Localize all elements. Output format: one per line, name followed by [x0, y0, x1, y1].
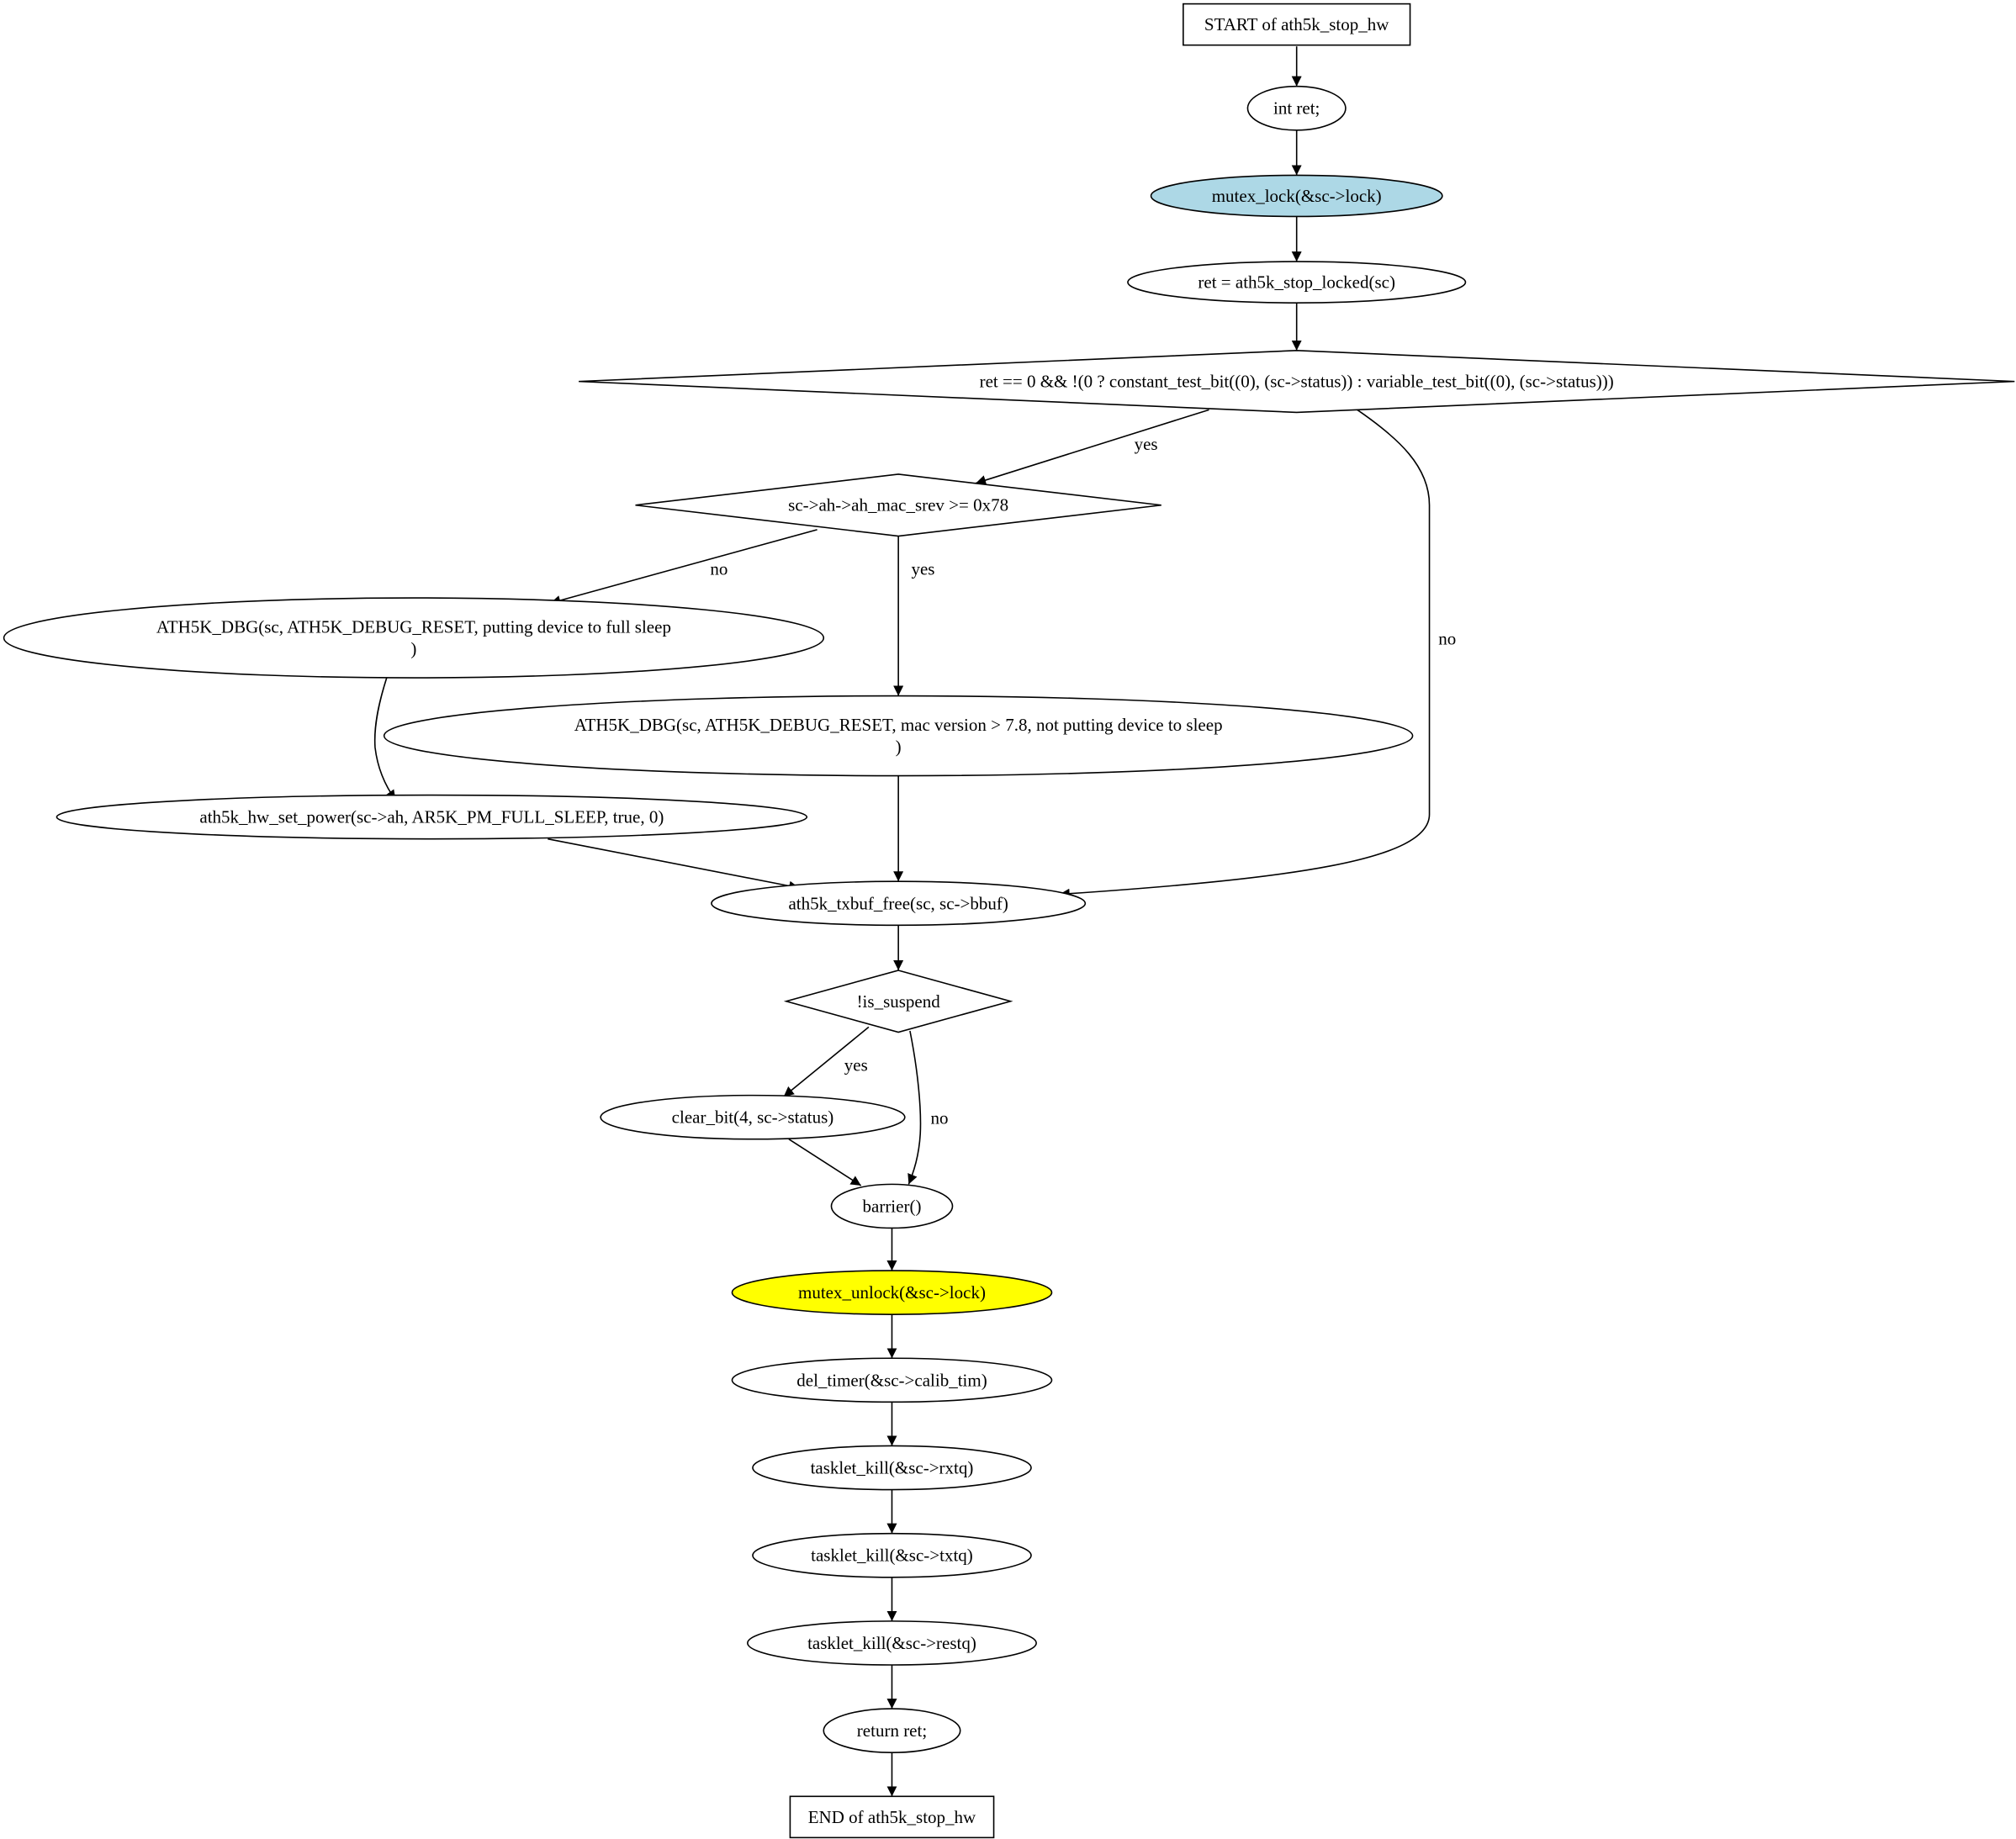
node-label: mutex_unlock(&sc->lock) [798, 1282, 986, 1303]
node-label: clear_bit(4, sc->status) [672, 1107, 834, 1128]
edge-cond_suspend-to-clear_bit [783, 1026, 870, 1097]
node-shape-ellipse [1150, 174, 1443, 218]
node-txbuf_free: ath5k_txbuf_free(sc, sc->bbuf) [711, 880, 1087, 927]
node-label: ATH5K_DBG(sc, ATH5K_DEBUG_RESET, mac ver… [574, 715, 1223, 735]
node-shape-box [789, 1795, 995, 1839]
edge-labels: yes no no yes yes no [710, 434, 1456, 1128]
node-shape-diamond [783, 970, 1013, 1033]
node-label: ath5k_txbuf_free(sc, sc->bbuf) [788, 893, 1008, 913]
node-mutex_unlock: mutex_unlock(&sc->lock) [731, 1270, 1053, 1315]
node-shape-ellipse [731, 1357, 1053, 1403]
node-label: tasklet_kill(&sc->restq) [807, 1633, 976, 1653]
node-shape-ellipse [830, 1183, 954, 1229]
edge-cond_suspend-to-barrier [907, 1030, 922, 1185]
node-label: sc->ah->ah_mac_srev >= 0x78 [788, 495, 1008, 515]
node-kill_restq: tasklet_kill(&sc->restq) [747, 1620, 1037, 1666]
node-dbg_full_sleep: ATH5K_DBG(sc, ATH5K_DEBUG_RESET, putting… [3, 597, 825, 679]
node-shape-ellipse [1127, 261, 1467, 304]
node-label: tasklet_kill(&sc->txtq) [811, 1546, 973, 1566]
node-shape-diamond [635, 473, 1161, 537]
node-shape-ellipse [56, 794, 808, 840]
node-stop_locked: ret = ath5k_stop_locked(sc) [1127, 261, 1467, 304]
node-label: ) [896, 737, 902, 757]
edge-label-yes: yes [844, 1055, 868, 1075]
node-shape-box [1183, 3, 1411, 46]
node-set_power: ath5k_hw_set_power(sc->ah, AR5K_PM_FULL_… [56, 794, 808, 840]
node-label: del_timer(&sc->calib_tim) [796, 1370, 987, 1390]
edge-clear_bit-to-barrier [788, 1139, 862, 1186]
node-shape-diamond [579, 350, 2015, 414]
edges [373, 46, 1431, 1797]
node-label: !is_suspend [857, 991, 941, 1012]
edge-label-yes: yes [911, 559, 934, 579]
node-label: ath5k_hw_set_power(sc->ah, AR5K_PM_FULL_… [199, 807, 664, 827]
node-shape-ellipse [711, 880, 1087, 927]
edge-label-no: no [930, 1107, 948, 1128]
node-shape-ellipse [747, 1620, 1037, 1666]
node-label: ret = ath5k_stop_locked(sc) [1198, 272, 1395, 293]
node-del_timer: del_timer(&sc->calib_tim) [731, 1357, 1053, 1403]
node-label: tasklet_kill(&sc->rxtq) [811, 1458, 974, 1478]
node-return_ret: return ret; [823, 1708, 961, 1753]
edge-label-no: no [1438, 628, 1456, 648]
edge-cond_ret-to-txbuf_free [1059, 409, 1431, 899]
node-cond_mac: sc->ah->ah_mac_srev >= 0x78 [635, 473, 1161, 537]
node-label: START of ath5k_stop_hw [1204, 14, 1389, 34]
node-end: END of ath5k_stop_hw [789, 1795, 995, 1839]
edge-cond_ret-to-cond_mac [975, 409, 1209, 485]
node-label: mutex_lock(&sc->lock) [1212, 186, 1382, 206]
node-shape-ellipse [752, 1445, 1032, 1491]
node-dbg_not_sleep: ATH5K_DBG(sc, ATH5K_DEBUG_RESET, mac ver… [383, 695, 1414, 777]
edge-dbg_full_sleep-to-set_power [373, 677, 397, 801]
node-label: int ret; [1273, 98, 1320, 119]
node-shape-ellipse [3, 597, 825, 679]
node-label: ATH5K_DBG(sc, ATH5K_DEBUG_RESET, putting… [156, 617, 671, 637]
edge-set_power-to-txbuf_free [548, 838, 800, 891]
node-label: ret == 0 && !(0 ? constant_test_bit((0),… [980, 372, 1614, 392]
node-mutex_lock: mutex_lock(&sc->lock) [1150, 174, 1443, 218]
node-shape-ellipse [383, 695, 1414, 777]
node-kill_txtq: tasklet_kill(&sc->txtq) [752, 1532, 1032, 1578]
node-shape-ellipse [823, 1708, 961, 1753]
node-kill_rxtq: tasklet_kill(&sc->rxtq) [752, 1445, 1032, 1491]
edge-label-yes: yes [1135, 434, 1158, 454]
edge-cond_mac-to-dbg_full_sleep [550, 529, 818, 605]
node-shape-ellipse [752, 1532, 1032, 1578]
edge-label-no: no [710, 559, 728, 579]
node-shape-ellipse [731, 1270, 1053, 1315]
node-start: START of ath5k_stop_hw [1183, 3, 1411, 46]
node-label: ) [410, 639, 416, 659]
node-label: return ret; [857, 1720, 927, 1741]
node-label: barrier() [863, 1196, 922, 1216]
node-shape-ellipse [1246, 85, 1347, 131]
node-shape-ellipse [600, 1094, 906, 1140]
node-int_ret: int ret; [1246, 85, 1347, 131]
node-cond_ret: ret == 0 && !(0 ? constant_test_bit((0),… [579, 350, 2015, 414]
node-clear_bit: clear_bit(4, sc->status) [600, 1094, 906, 1140]
node-barrier: barrier() [830, 1183, 954, 1229]
node-label: END of ath5k_stop_hw [808, 1807, 976, 1827]
node-cond_suspend: !is_suspend [783, 970, 1013, 1033]
